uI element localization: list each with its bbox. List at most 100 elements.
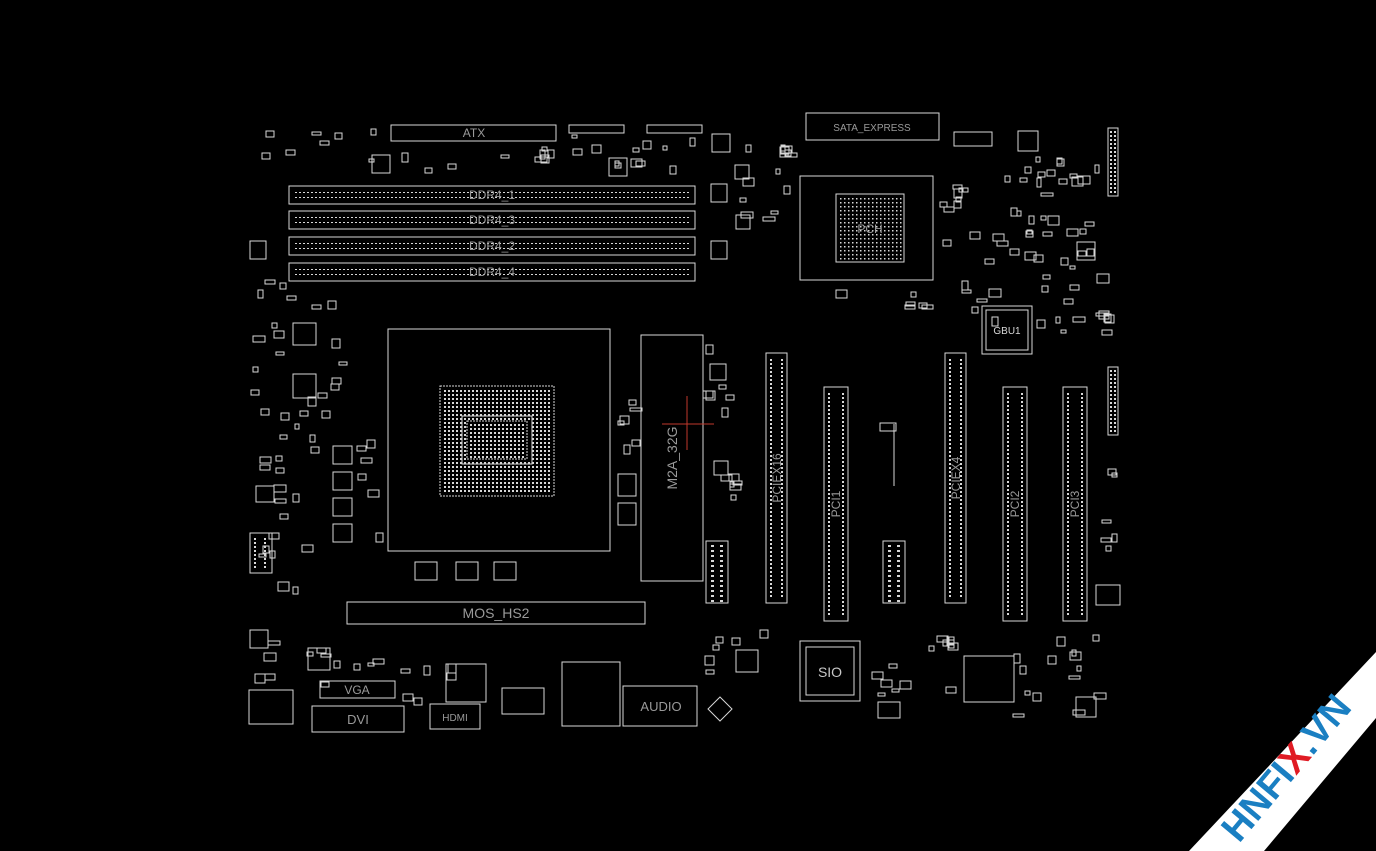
- cpu-pin: [444, 450, 446, 452]
- small-part-134: [1040, 215, 1047, 221]
- sata-express-connector[interactable]: [805, 112, 940, 141]
- cpu-pin: [484, 390, 486, 392]
- dimm-pin: [395, 192, 397, 193]
- cpu-center-pin: [486, 432, 488, 434]
- dimm-pin: [639, 192, 641, 193]
- slot-pin: [1007, 597, 1009, 599]
- cpu-center-pin: [498, 452, 500, 454]
- ddr4-4-slot[interactable]: [288, 262, 696, 282]
- slot-pin: [1021, 445, 1023, 447]
- cpu-pin: [484, 462, 486, 464]
- small-part-114: [1060, 329, 1067, 334]
- slot-pin: [828, 429, 830, 431]
- cpu-center-pin: [470, 444, 472, 446]
- pciex16-slot[interactable]: [765, 352, 788, 604]
- slot-pin: [781, 423, 783, 425]
- atx-connector[interactable]: [390, 124, 557, 142]
- pci1-slot[interactable]: [823, 386, 849, 622]
- dimm-pin: [463, 222, 465, 223]
- slot-pin: [828, 509, 830, 511]
- mos-hs2-heatsink[interactable]: [346, 601, 646, 625]
- usb-pair[interactable]: [501, 687, 545, 715]
- cpu-pin: [528, 390, 530, 392]
- audio-jack-block[interactable]: [622, 685, 698, 727]
- cpu-pin: [536, 434, 538, 436]
- dimm-pin: [383, 197, 385, 198]
- pciex4-slot[interactable]: [944, 352, 967, 604]
- small-part-43: [321, 410, 331, 419]
- slot-pin: [1021, 457, 1023, 459]
- pci3-slot[interactable]: [1062, 386, 1088, 622]
- sio-chip[interactable]: [805, 646, 855, 696]
- pch-ball: [848, 230, 850, 232]
- slot-pin: [960, 391, 962, 393]
- small-part-113: [1069, 284, 1080, 291]
- dimm-pin: [411, 243, 413, 244]
- cap-dimm-right: [710, 240, 728, 260]
- cpu-socket-outline[interactable]: [387, 328, 611, 552]
- ps2-port[interactable]: [248, 689, 294, 725]
- slot-pin: [1081, 557, 1083, 559]
- sata-express-label: SATA_EXPRESS: [833, 123, 911, 134]
- dimm-pin: [371, 222, 373, 223]
- cpu-pin: [460, 418, 462, 420]
- vga-port[interactable]: [319, 680, 396, 699]
- header-pin: [1110, 386, 1112, 388]
- slot-pin: [1021, 417, 1023, 419]
- dimm-pin: [499, 192, 501, 193]
- ddr4-3-slot[interactable]: [288, 210, 696, 230]
- dimm-pin: [327, 197, 329, 198]
- ddr4-2-slot[interactable]: [288, 236, 696, 256]
- cpu-center-pin: [494, 452, 496, 454]
- cpu-pin: [476, 414, 478, 416]
- cpu-pin: [496, 474, 498, 476]
- slot-pin: [1021, 461, 1023, 463]
- pch-ball: [876, 242, 878, 244]
- dimm-pin: [451, 274, 453, 275]
- audio-label: AUDIO: [640, 699, 681, 714]
- pch-ball: [880, 222, 882, 224]
- dimm-pin: [419, 274, 421, 275]
- dimm-pin: [575, 222, 577, 223]
- cpu-center-pin: [478, 448, 480, 450]
- slot-pin: [949, 391, 951, 393]
- pch-ball: [856, 214, 858, 216]
- slot-pin: [828, 393, 830, 395]
- cpu-pin: [496, 470, 498, 472]
- slot-pin: [842, 581, 844, 583]
- lan-usb-port[interactable]: [561, 661, 621, 727]
- slot-pin: [1067, 469, 1069, 471]
- slot-pin: [1007, 541, 1009, 543]
- dimm-pin: [567, 243, 569, 244]
- dvi-port[interactable]: [311, 705, 405, 733]
- gbu1-chip[interactable]: [981, 305, 1033, 355]
- cpu-pin: [448, 442, 450, 444]
- slot-pin: [1007, 605, 1009, 607]
- cpu-center-pin: [510, 424, 512, 426]
- header-pin: [1110, 151, 1112, 153]
- cpu-pin: [528, 394, 530, 396]
- dimm-pin: [331, 269, 333, 270]
- dimm-pin: [587, 243, 589, 244]
- usb-stack[interactable]: [445, 663, 487, 703]
- dimm-pin: [595, 197, 597, 198]
- pch-chip[interactable]: [835, 193, 905, 263]
- hdmi-port[interactable]: [429, 703, 481, 730]
- ddr4-1-slot[interactable]: [288, 185, 696, 205]
- slot-pin: [828, 445, 830, 447]
- dimm-pin: [635, 197, 637, 198]
- dimm-pin: [411, 197, 413, 198]
- slot-pin: [949, 455, 951, 457]
- pch-ball: [848, 206, 850, 208]
- cpu-pin: [492, 414, 494, 416]
- dimm-pin: [671, 269, 673, 270]
- pci2-slot[interactable]: [1002, 386, 1028, 622]
- vrm-part-1: [332, 445, 353, 465]
- m2a-slot[interactable]: [640, 334, 704, 582]
- mid-header-pin: [897, 560, 900, 562]
- slot-pin: [1021, 517, 1023, 519]
- dimm-pin: [319, 248, 321, 249]
- dimm-pin: [543, 217, 545, 218]
- atx-label: ATX: [463, 126, 485, 140]
- slot-pin: [842, 485, 844, 487]
